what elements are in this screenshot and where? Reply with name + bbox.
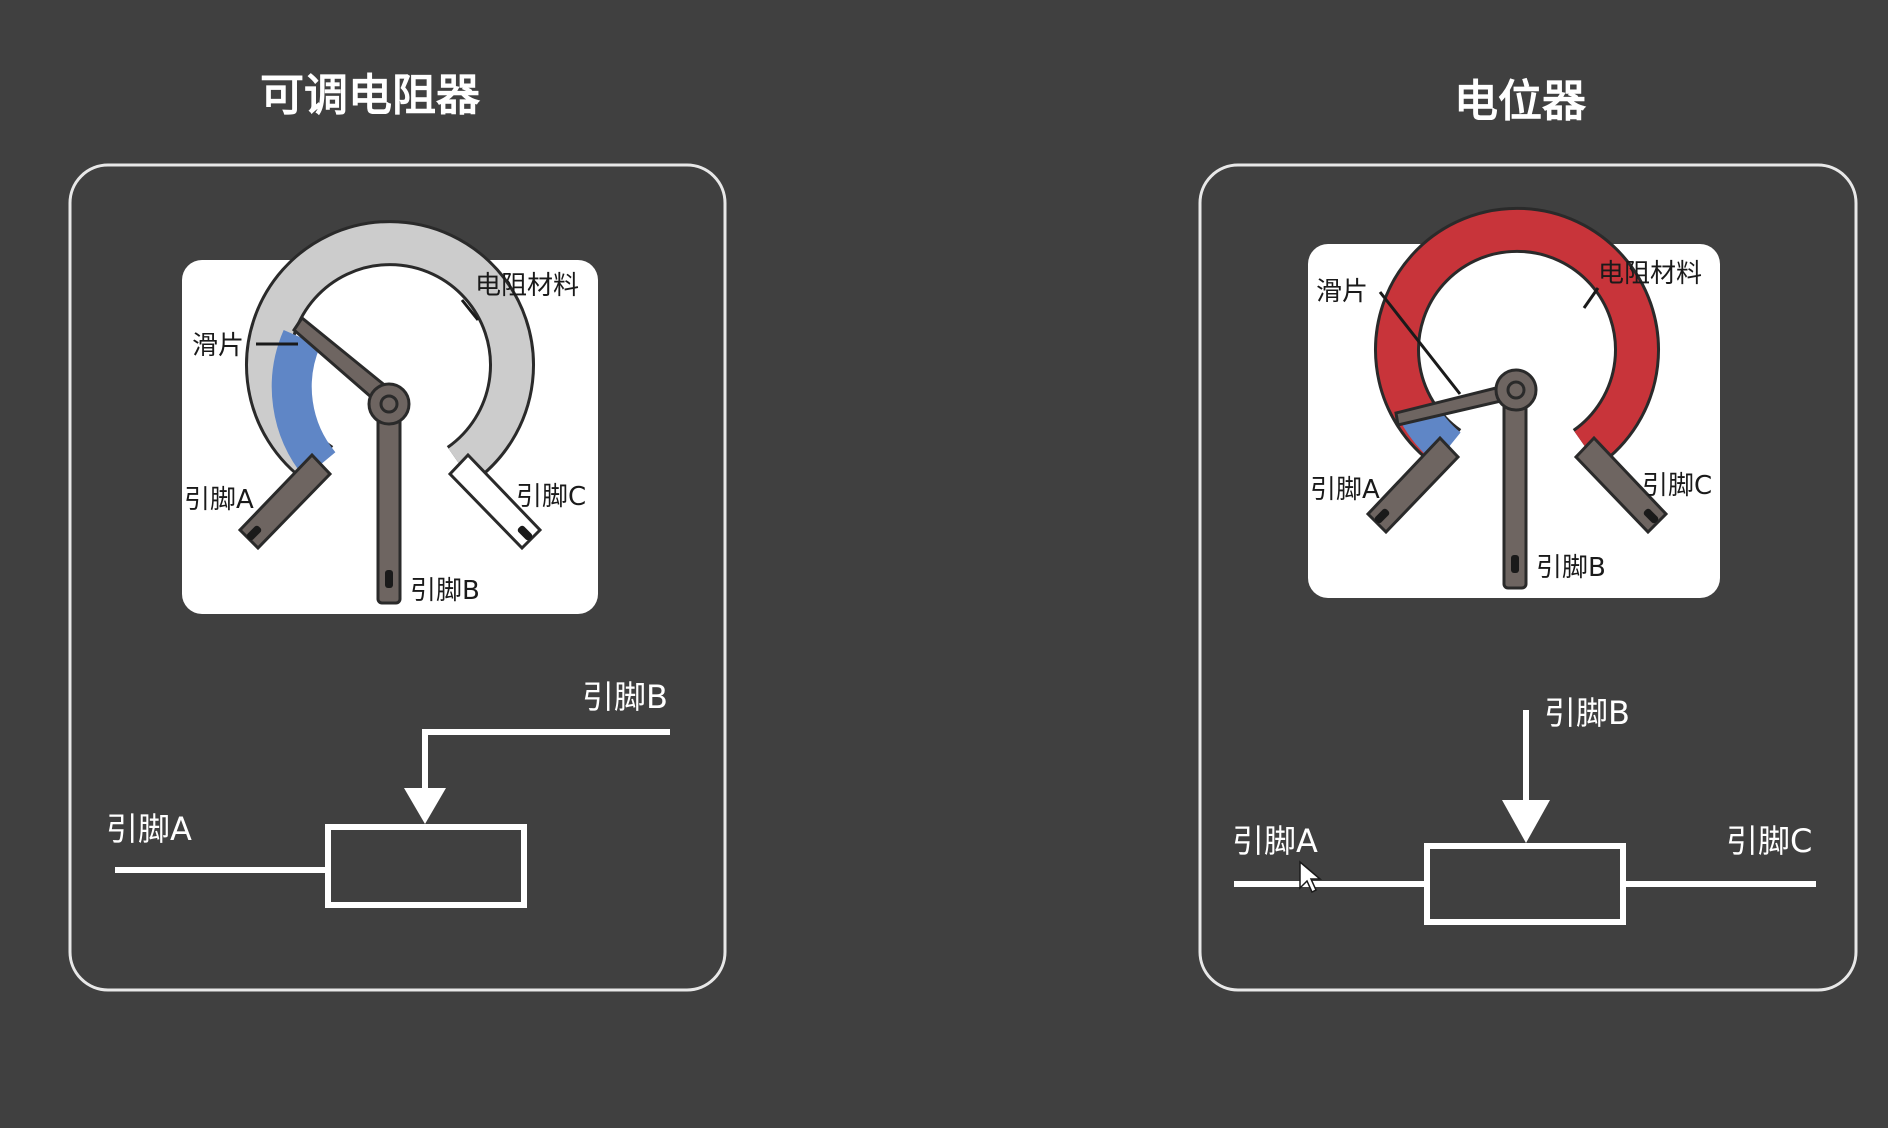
right-photo-pin-b-label: 引脚B	[1536, 553, 1606, 583]
right-photo-card: 滑片 电阻材料 引脚A 引脚C 引脚B	[1308, 206, 1720, 598]
left-material-leader	[460, 299, 480, 321]
left-photo-card: 滑片 电阻材料 引脚A 引脚C 引脚B	[182, 220, 598, 614]
left-pin-c-lead	[447, 452, 543, 551]
left-panel: 可调电阻器	[68, 70, 727, 992]
right-material-leader	[1582, 287, 1600, 309]
left-symbol-wiper-arrow	[404, 788, 446, 824]
left-photo-pin-c-label: 引脚C	[516, 482, 586, 512]
right-wiper-label: 滑片	[1316, 277, 1368, 307]
left-panel-frame	[68, 163, 727, 992]
right-material-label: 电阻材料	[1598, 259, 1702, 289]
right-pin-c-lead	[1573, 435, 1669, 535]
left-pin-b-lead	[376, 403, 402, 605]
left-photo-pin-b-label: 引脚B	[410, 576, 480, 606]
right-photo-pin-a-label: 引脚A	[1310, 475, 1380, 505]
right-symbol-pin-a-label: 引脚A	[1232, 822, 1318, 860]
left-symbol-pin-b-label: 引脚B	[582, 678, 668, 716]
left-resistive-material	[248, 223, 532, 482]
right-panel-frame	[1198, 163, 1858, 992]
left-symbol-resistor-body	[325, 824, 527, 908]
mouse-cursor-icon	[1299, 860, 1323, 894]
left-symbol-pin-a-label: 引脚A	[106, 810, 192, 848]
right-panel-title: 电位器	[1454, 76, 1587, 127]
right-symbol-pin-b-label: 引脚B	[1544, 694, 1630, 732]
right-photo-pin-c-label: 引脚C	[1642, 471, 1712, 501]
right-symbol-resistor-body	[1424, 843, 1626, 925]
left-variable-resistor-symbol: 引脚A 引脚B	[106, 678, 670, 908]
right-symbol-pin-c-label: 引脚C	[1726, 822, 1812, 860]
left-photo-pin-a-label: 引脚A	[184, 485, 254, 515]
left-resistive-active-section	[271, 329, 336, 478]
right-resistive-material	[1377, 209, 1657, 465]
right-pin-b-lead	[1502, 388, 1528, 590]
left-material-label: 电阻材料	[475, 271, 579, 301]
left-wiper-label: 滑片	[192, 331, 244, 361]
right-pin-a-lead	[1365, 435, 1461, 535]
left-symbol-wiper-wire	[422, 729, 670, 788]
left-panel-title: 可调电阻器	[260, 70, 481, 121]
right-wiper-leader	[1378, 291, 1462, 395]
right-potentiometer-symbol: 引脚A 引脚B 引脚C	[1232, 694, 1816, 925]
left-pin-a-lead	[237, 452, 333, 551]
right-symbol-wiper-arrow	[1502, 800, 1550, 843]
right-panel: 电位器	[1198, 76, 1858, 992]
